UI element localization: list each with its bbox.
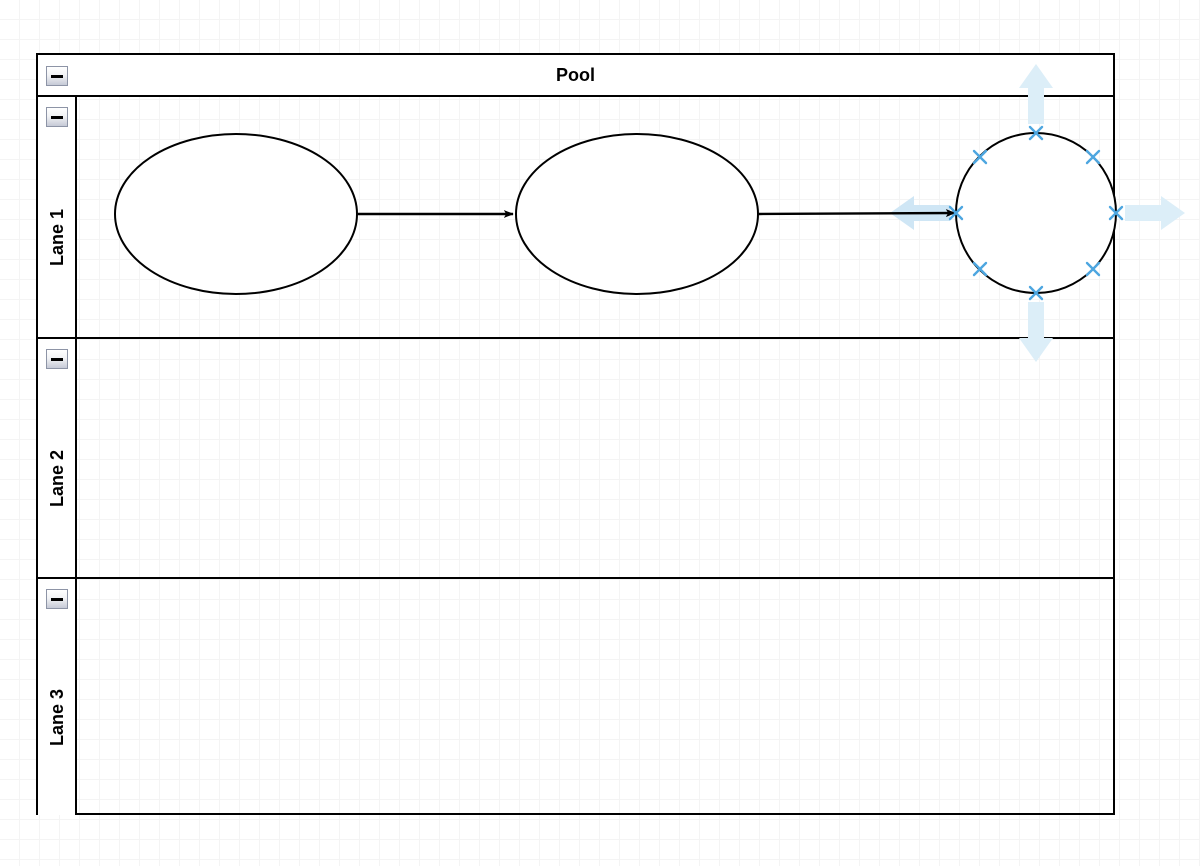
lane-row-1[interactable]: Lane 1: [38, 97, 1113, 337]
lane-3-collapse-minus-icon[interactable]: [46, 589, 68, 609]
pool-header[interactable]: Pool: [38, 55, 1113, 97]
lane-1-collapse-minus-icon[interactable]: [46, 107, 68, 127]
lane-label-column-1[interactable]: Lane 1: [38, 97, 77, 337]
minus-bar: [51, 74, 63, 78]
lane-3-body[interactable]: [77, 579, 1113, 815]
shape-event-end[interactable]: [955, 132, 1117, 294]
pool-collapse-minus-icon[interactable]: [46, 66, 68, 86]
lane-label-column-3[interactable]: Lane 3: [38, 579, 77, 815]
lane-2-body[interactable]: [77, 339, 1113, 577]
pool-container[interactable]: Pool Lane 1 Lane 2: [36, 53, 1115, 815]
direction-arrow-right-glyph: [1125, 196, 1185, 230]
lane-1-label: Lane 1: [47, 208, 67, 266]
lane-2-collapse-minus-icon[interactable]: [46, 349, 68, 369]
connector-flow-2[interactable]: [758, 209, 956, 218]
lane-2-label: Lane 2: [47, 449, 67, 507]
shape-event-middle[interactable]: [515, 133, 759, 295]
pool-title: Pool: [556, 64, 595, 85]
direction-arrow-right[interactable]: [1125, 196, 1185, 230]
minus-bar: [51, 597, 63, 601]
lane-row-2[interactable]: Lane 2: [38, 337, 1113, 577]
minus-bar: [51, 115, 63, 119]
lane-label-column-2[interactable]: Lane 2: [38, 339, 77, 577]
lane-row-3[interactable]: Lane 3: [38, 577, 1113, 815]
shape-event-start[interactable]: [114, 133, 358, 295]
minus-bar: [51, 357, 63, 361]
lane-3-label: Lane 3: [47, 688, 67, 746]
